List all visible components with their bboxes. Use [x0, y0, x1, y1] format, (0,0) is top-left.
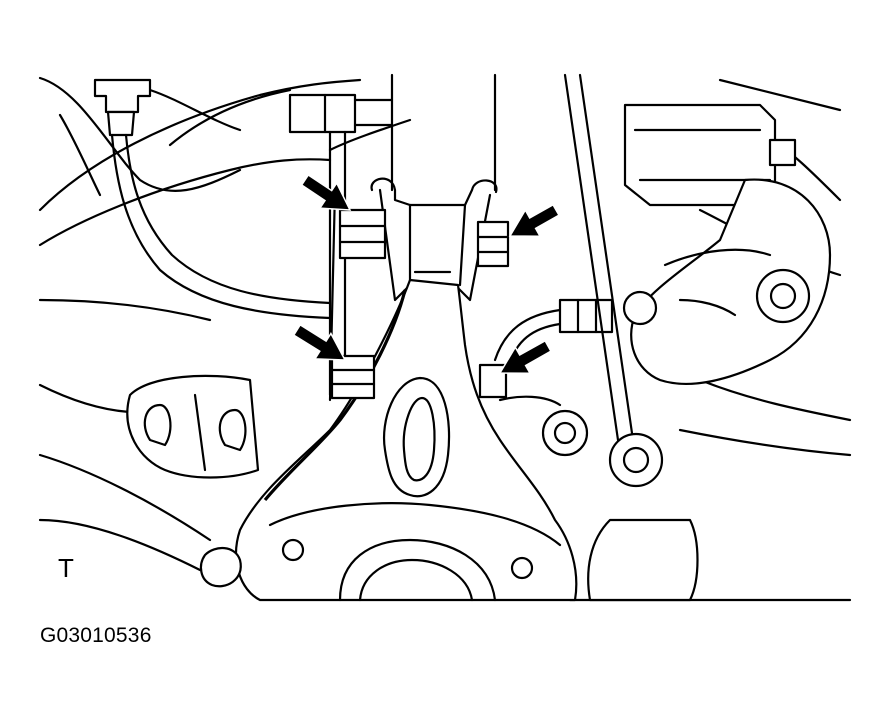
- stabilizer-link: [563, 73, 699, 602]
- abs-sensor-wire: [93, 78, 332, 320]
- arrow-upper-left: [300, 173, 352, 211]
- arrow-lower-left: [292, 323, 347, 361]
- arrow-lower-right: [498, 339, 552, 375]
- bolt-lower-left: [330, 354, 376, 400]
- strut-bolts: [330, 208, 510, 400]
- brake-caliper: [622, 103, 832, 386]
- arrow-upper-right: [508, 203, 561, 238]
- strut-column: [288, 73, 497, 397]
- view-direction-letter: T: [58, 553, 74, 583]
- strut-bracket: [328, 177, 498, 402]
- lower-bracket: [126, 374, 260, 588]
- steering-knuckle: [235, 278, 589, 602]
- callout-arrows: [292, 173, 561, 375]
- figure-code: G03010536: [40, 624, 152, 647]
- bolt-upper-right: [476, 220, 510, 268]
- bolt-upper-left: [338, 208, 387, 260]
